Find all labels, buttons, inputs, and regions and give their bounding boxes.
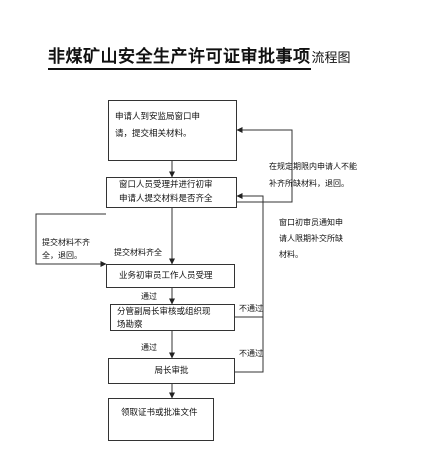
page-title: 非煤矿山安全生产许可证审批事项流程图 [48, 42, 351, 70]
step-inspect-line2: 场勘察 [117, 320, 143, 330]
label-incomplete-line1: 提交材料不齐 [42, 238, 90, 247]
step-apply-box: 申请人到安监局窗口申 请，提交相关材料。 [108, 100, 237, 161]
note-cannot-supplement-line1: 在规定期限内申请人不能 [269, 162, 357, 171]
note-cannot-supplement: 在规定期限内申请人不能 补齐所缺材料，退回。 [269, 158, 357, 192]
step-collect-label: 领取证书或批准文件 [121, 408, 198, 418]
label-pass-2: 通过 [141, 343, 157, 352]
label-pass-1: 通过 [141, 292, 157, 301]
note-notify-supplement-line1: 窗口初审员通知申 [279, 218, 343, 227]
label-complete: 提交材料齐全 [114, 248, 162, 257]
loop-fail-inspect [235, 193, 264, 318]
step-accept-box: 业务初审员工作人员受理 [106, 264, 235, 288]
title-sub: 流程图 [311, 51, 351, 66]
note-notify-supplement: 窗口初审员通知申 请人限期补交所缺 材料。 [279, 215, 343, 263]
step-approve-box: 局长审批 [108, 358, 235, 384]
note-notify-supplement-line2: 请人限期补交所缺 [279, 234, 343, 243]
step-accept-label: 业务初审员工作人员受理 [119, 271, 213, 281]
label-fail-2: 不通过 [239, 349, 263, 358]
step-collect-box: 领取证书或批准文件 [108, 398, 214, 441]
loop-return-to-applicant [236, 127, 293, 203]
step-approve-label: 局长审批 [154, 366, 189, 376]
label-incomplete: 提交材料不齐 全，退回。 [42, 236, 90, 262]
label-incomplete-line2: 全，退回。 [42, 251, 82, 260]
loop-incomplete-returned [35, 213, 107, 267]
step-review-line1: 窗口人员受理并进行初审 [119, 180, 213, 190]
step-inspect-line1: 分管副局长审核或组织现 [117, 307, 211, 317]
step-apply-line1: 申请人到安监局窗口申 [115, 112, 201, 122]
label-fail-1: 不通过 [239, 304, 263, 313]
note-cannot-supplement-line2: 补齐所缺材料，退回。 [269, 179, 349, 188]
step-review-box: 窗口人员受理并进行初审 申请人提交材料是否齐全 [106, 177, 237, 208]
loop-fail-approve [235, 314, 264, 373]
step-inspect-box: 分管副局长审核或组织现 场勘察 [110, 304, 235, 331]
step-review-line2: 申请人提交材料是否齐全 [119, 194, 213, 204]
step-apply-line2: 请，提交相关材料。 [115, 129, 192, 139]
note-notify-supplement-line3: 材料。 [279, 250, 303, 259]
title-main: 非煤矿山安全生产许可证审批事项 [48, 47, 311, 70]
